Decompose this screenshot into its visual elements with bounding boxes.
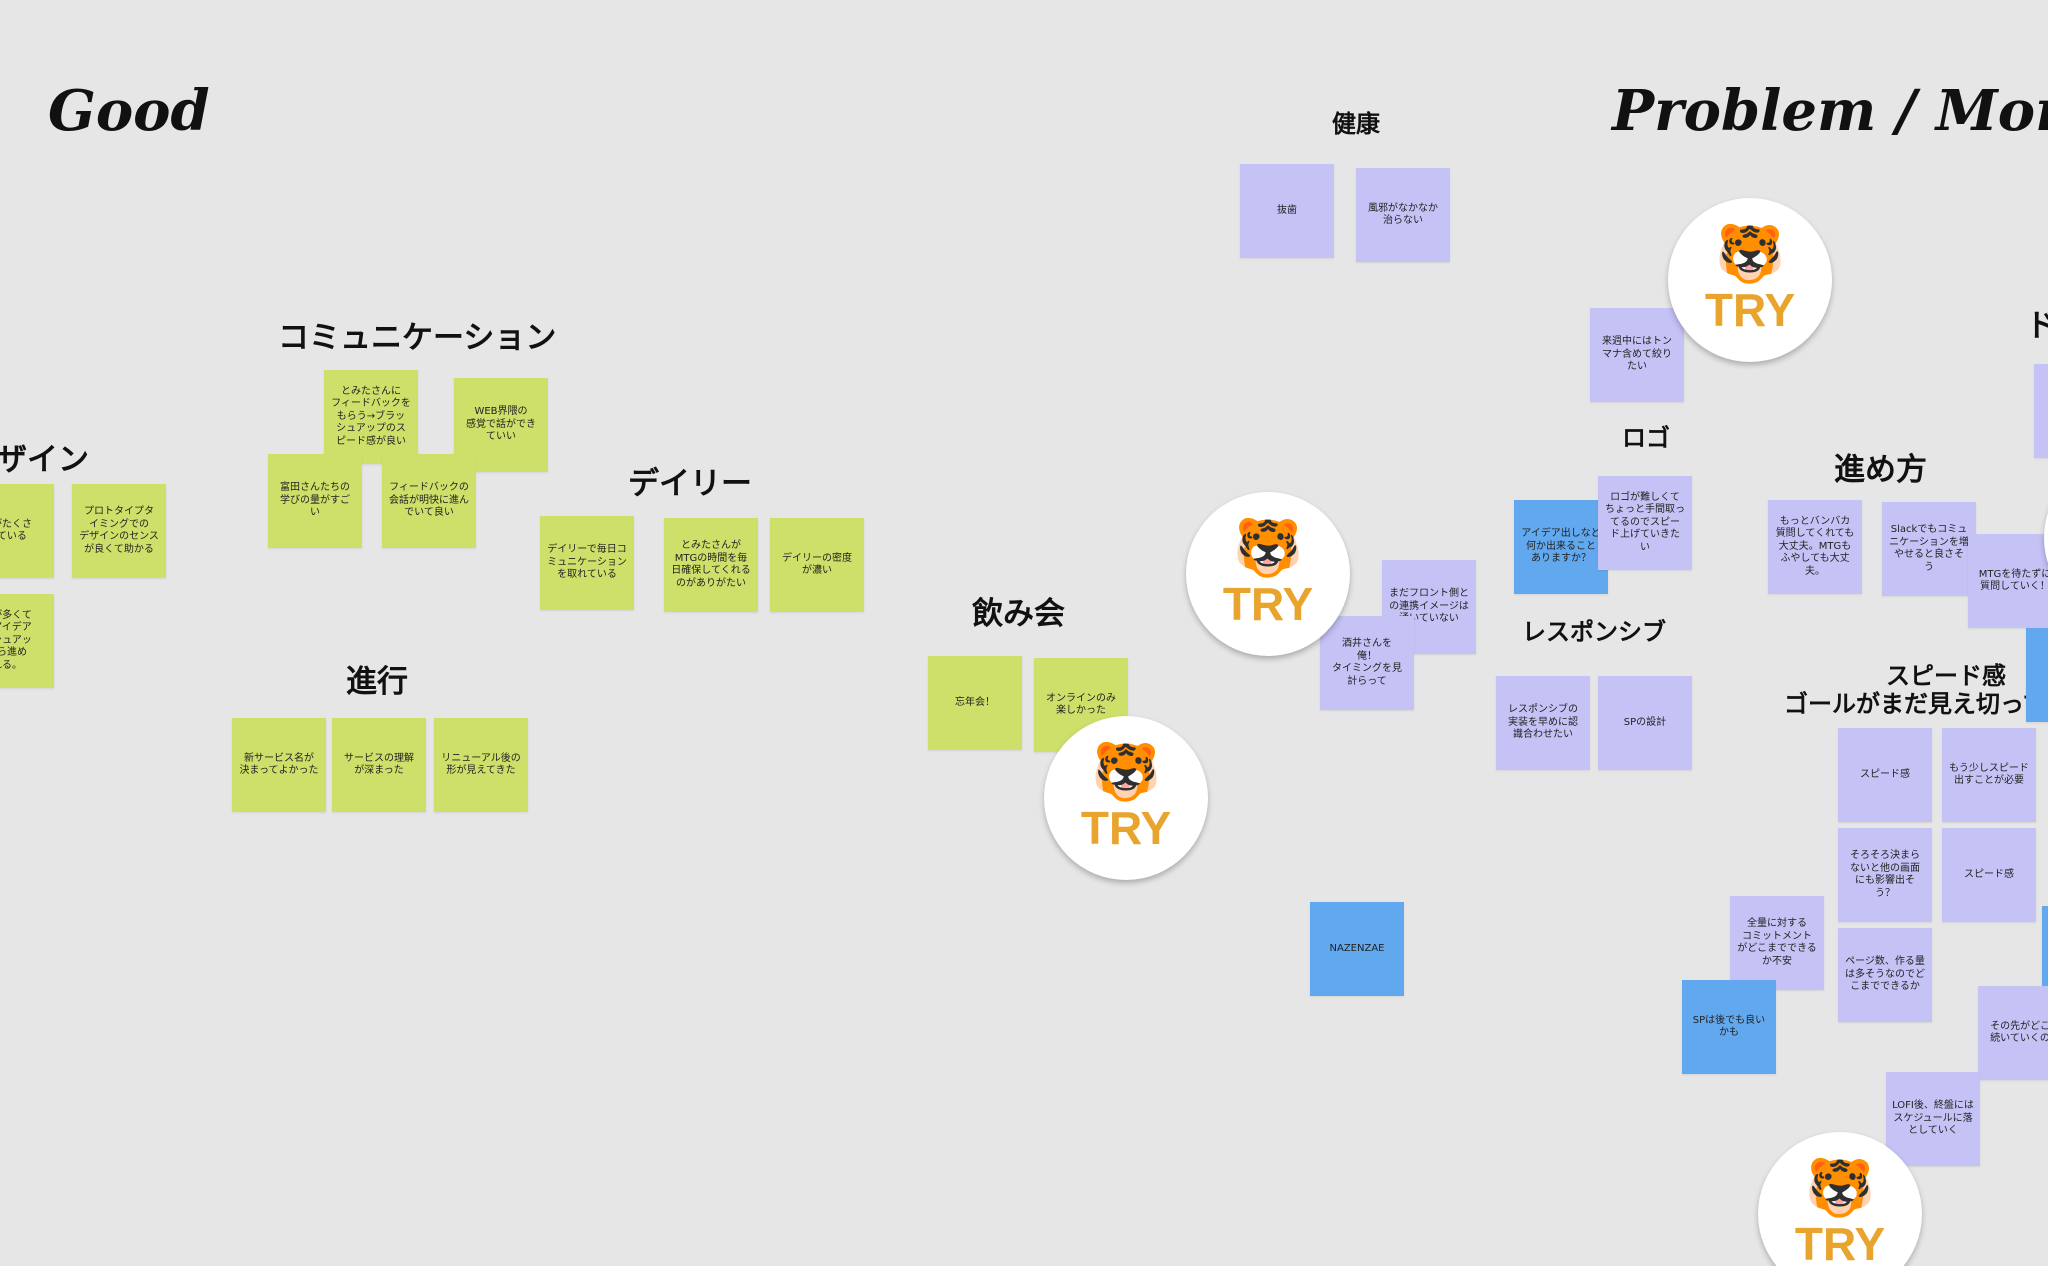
sticky-note[interactable]: サービスの理解が深まった xyxy=(332,718,426,812)
try-sticker-edge[interactable] xyxy=(2044,456,2048,620)
sticky-note[interactable]: プロトタイプタイミングでのデザインのセンスが良くて助かる xyxy=(72,484,166,578)
sticky-note[interactable]: その先がどこま続いていくのか xyxy=(1978,986,2048,1080)
sticky-note[interactable]: MTGを待たずに質問していく！ xyxy=(1968,534,2048,628)
sticky-note[interactable]: ロゴが難しくてちょっと手間取ってるのでスピード上げていきたい xyxy=(1598,476,1692,570)
group-heading-progress: 進行 xyxy=(346,664,408,700)
sticky-note[interactable]: リニューアル後の形が見えてきた xyxy=(434,718,528,812)
sticky-note[interactable]: ーが多くてなアイデアッシュアッがら進めれる。 xyxy=(0,594,54,688)
sticky-note[interactable]: 来週中にはトンマナ含めて絞りたい xyxy=(1590,308,1684,402)
sticky-note[interactable]: 案がたくされている xyxy=(0,484,54,578)
sticky-note[interactable]: SPは後でも良いかも xyxy=(1682,980,1776,1074)
group-heading-speed: スピード感 xyxy=(1886,662,2006,690)
sticky-note[interactable]: そろそろ決まらないと他の画面にも影響出そう？ xyxy=(1838,828,1932,922)
group-heading-design: ザイン xyxy=(0,442,89,478)
sticky-note[interactable]: デイリーで毎日コミュニケーションを取れている xyxy=(540,516,634,610)
sticky-note[interactable]: 富田さんたちの学びの量がすごい xyxy=(268,454,362,548)
sticky-note[interactable]: 酒井さんを俺！タイミングを見計らって xyxy=(1320,616,1414,710)
sticky-note[interactable]: デイリーの密度が濃い xyxy=(770,518,864,612)
sticky-note[interactable]: 抜歯 xyxy=(1240,164,1334,258)
sticky-note[interactable]: フィードバックの会話が明快に進んでいて良い xyxy=(382,454,476,548)
group-heading-responsive: レスポンシブ xyxy=(1522,618,1666,646)
sticky-note[interactable]: スピード感 xyxy=(1838,728,1932,822)
tiger-icon: 🐯 xyxy=(1233,516,1303,581)
group-heading-cut: ド xyxy=(2026,308,2048,344)
sticky-note[interactable]: LOFI後、終盤にはスケジュールに落としていく xyxy=(1886,1072,1980,1166)
group-heading-nomikai: 飲み会 xyxy=(972,596,1065,632)
try-label: TRY xyxy=(1794,1218,1886,1266)
sticky-note[interactable]: SPの設計 xyxy=(1598,676,1692,770)
group-heading-logo: ロゴ xyxy=(1622,424,1670,452)
try-label: TRY xyxy=(1080,802,1172,854)
sticky-note[interactable]: とみたさんにフィードバックをもらう→ブラッシュアップのスピード感が良い xyxy=(324,370,418,464)
group-heading-howto: 進め方 xyxy=(1834,452,1927,488)
sticky-note-edge[interactable] xyxy=(2042,906,2048,1000)
sticky-note[interactable]: Slackでもコミュニケーションを増やせると良さそう xyxy=(1882,502,1976,596)
sticky-note[interactable]: 忘年会！ xyxy=(928,656,1022,750)
title-problem-more: Problem / More xyxy=(1612,78,2048,144)
try-sticker[interactable]: 🐯 TRY xyxy=(1186,492,1350,656)
sticky-note[interactable]: もっとバンバカ質問してくれても大丈夫。MTGもふやしても大丈夫。 xyxy=(1768,500,1862,594)
try-sticker[interactable]: 🐯 TRY xyxy=(1758,1132,1922,1266)
group-heading-daily: デイリー xyxy=(628,466,752,502)
sticky-note[interactable]: 新サービス名が決まってよかった xyxy=(232,718,326,812)
sticky-note[interactable]: 全量に対するコミットメントがどこまでできるか不安 xyxy=(1730,896,1824,990)
tiger-icon: 🐯 xyxy=(1091,740,1161,805)
sticky-note[interactable]: NAZENZAE xyxy=(1310,902,1404,996)
sticky-note[interactable]: アイデア出しなど何か出来ることありますか？ xyxy=(1514,500,1608,594)
sticky-note[interactable]: ページ数、作る量は多そうなのでどこまでできるか xyxy=(1838,928,1932,1022)
group-heading-speed-sub: ゴールがまだ見え切ってい xyxy=(1784,690,2048,718)
sticky-note[interactable]: 風邪がなかなか治らない xyxy=(1356,168,1450,262)
title-good: Good xyxy=(48,78,210,144)
try-sticker[interactable]: 🐯 TRY xyxy=(1668,198,1832,362)
tiger-icon: 🐯 xyxy=(1715,222,1785,287)
sticky-note[interactable]: もう少しスピード出すことが必要 xyxy=(1942,728,2036,822)
tiger-icon: 🐯 xyxy=(1805,1156,1875,1221)
try-label: TRY xyxy=(1222,578,1314,630)
try-sticker[interactable]: 🐯 TRY xyxy=(1044,716,1208,880)
sticky-note-edge[interactable] xyxy=(2026,628,2048,722)
group-heading-communication: コミュニケーション xyxy=(278,320,557,356)
sticky-note[interactable]: L xyxy=(2034,364,2048,458)
group-heading-health: 健康 xyxy=(1332,110,1380,138)
try-label: TRY xyxy=(1704,284,1796,336)
sticky-note[interactable]: スピード感 xyxy=(1942,828,2036,922)
sticky-note[interactable]: レスポンシブの実装を早めに認識合わせたい xyxy=(1496,676,1590,770)
